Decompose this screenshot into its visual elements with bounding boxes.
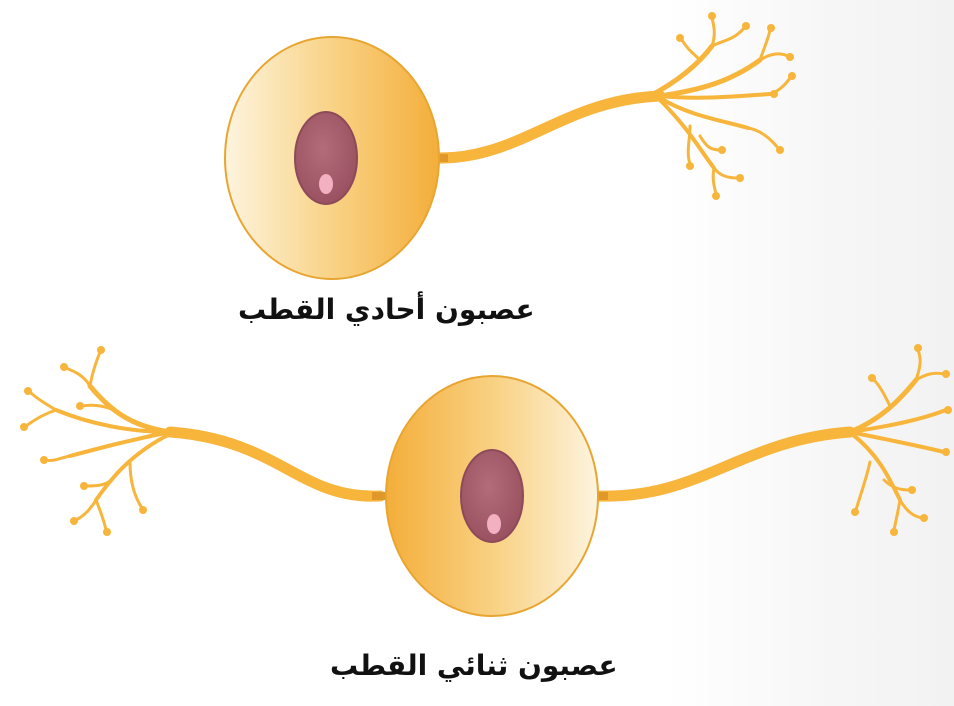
unipolar-neuron (225, 12, 796, 279)
unipolar-neuron-label: عصبون أحادي القطب (238, 296, 535, 324)
bipolar-neuron-label: عصبون ثنائي القطب (330, 652, 618, 680)
unipolar-axon (430, 18, 790, 194)
unipolar-terminal-buttons (676, 12, 796, 200)
bipolar-neuron (20, 344, 952, 616)
bipolar-right-process (596, 350, 946, 530)
unipolar-nucleolus (319, 174, 333, 194)
bipolar-left-process (26, 352, 380, 530)
bipolar-nucleolus (487, 514, 501, 534)
